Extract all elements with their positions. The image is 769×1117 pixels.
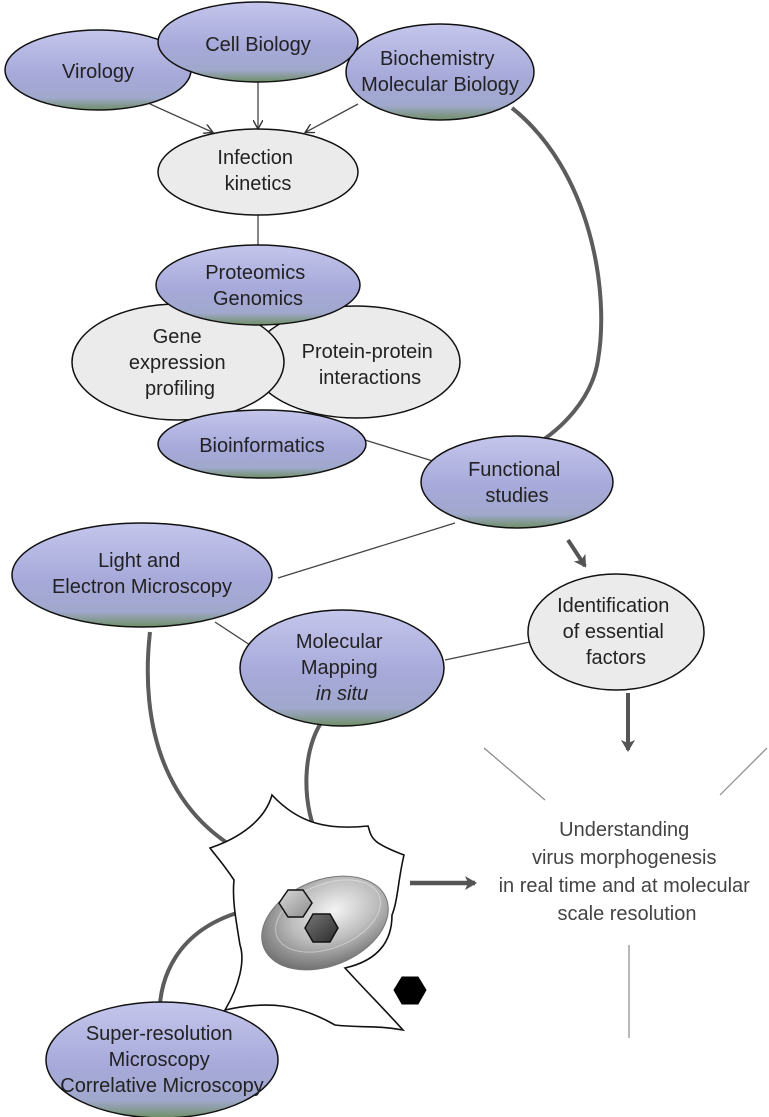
gene-expression-line3: profiling (145, 378, 215, 400)
outcome-line1: Understanding (559, 819, 689, 841)
superres-label-line1: Super-resolution (86, 1023, 233, 1045)
outcome-text: Understanding virus morphogenesis in rea… (499, 819, 756, 925)
proteomics-label-line1: Proteomics (205, 262, 305, 284)
svg-text:Biochemistry Molecular B: Biochemistry Molecular Biology (361, 48, 519, 96)
line-bioinformatics-to-functional (364, 439, 437, 463)
arrow-biochem-to-infection (306, 103, 359, 132)
svg-text:Identification of essent: Identification of essential factors (557, 595, 675, 669)
outcome-bracket-left (483, 747, 546, 801)
node-microscopy: Light and Electron Microscopy (11, 522, 273, 628)
node-gene-expression: Gene expression profiling (71, 303, 285, 421)
node-cell-biology: Cell Biology (157, 1, 359, 83)
superres-label-line3: Correlative Microscopy (60, 1075, 263, 1097)
outcome-line2: virus morphogenesis (532, 847, 717, 869)
proteomics-label-line2: Genomics (213, 288, 303, 310)
functional-label-line2: studies (485, 485, 548, 507)
node-protein-interactions: Protein-protein interactions (251, 305, 461, 419)
factors-label-line3: factors (586, 647, 646, 669)
arrow-virology-to-infection (149, 103, 212, 132)
microscopy-label-line1: Light and (98, 550, 180, 572)
node-molecular-mapping: Molecular Mapping in situ (239, 609, 445, 727)
microscopy-label-line2: Electron Microscopy (52, 576, 232, 598)
virus-hexagon-icon (278, 889, 427, 1005)
node-functional-studies: Functional studies (420, 435, 614, 529)
svg-text:Cell Biology: Cell Biology (205, 34, 311, 56)
svg-text:Protein-protein interact: Protein-protein interactions (302, 341, 439, 389)
node-bioinformatics: Bioinformatics (157, 409, 367, 479)
svg-text:Gene expression pr: Gene expression profiling (129, 326, 231, 400)
node-infection-kinetics: Infection kinetics (157, 128, 359, 216)
biochemistry-label-line1: Biochemistry (380, 48, 494, 70)
svg-text:Functional studies: Functional studies (468, 459, 566, 507)
biochemistry-label-line2: Molecular Biology (361, 74, 519, 96)
infection-label-line1: Infection (217, 147, 293, 169)
factors-label-line2: of essential (563, 621, 664, 643)
mapping-label-italic: in situ (316, 683, 368, 705)
outcome-line4: scale resolution (558, 903, 697, 925)
svg-text:Understanding virus morp: Understanding virus morphogenesis in rea… (499, 819, 756, 925)
svg-text:Infection kinetics: Infection kinetics (217, 147, 298, 195)
protein-interactions-line1: Protein-protein (302, 341, 433, 363)
virology-label: Virology (62, 61, 134, 83)
cell-biology-label: Cell Biology (205, 34, 311, 56)
svg-text:Proteomics Genomics: Proteomics Genomics (205, 262, 311, 310)
outcome-bracket-right (719, 747, 768, 796)
svg-text:Super-resolution Microsc: Super-resolution Microscopy Correlative … (60, 1023, 263, 1097)
node-proteomics: Proteomics Genomics (155, 244, 361, 326)
mapping-label-line1: Molecular (296, 631, 383, 653)
protein-interactions-line2: interactions (319, 367, 421, 389)
gene-expression-line1: Gene (153, 326, 202, 348)
factors-label-line1: Identification (557, 595, 669, 617)
bioinformatics-label: Bioinformatics (199, 435, 325, 457)
functional-label-line1: Functional (468, 459, 560, 481)
node-super-resolution: Super-resolution Microscopy Correlative … (45, 1001, 279, 1117)
svg-text:Virology: Virology (62, 61, 134, 83)
mapping-label-line2: Mapping (301, 657, 378, 679)
node-essential-factors: Identification of essential factors (527, 573, 705, 691)
gene-expression-line2: expression (129, 352, 226, 374)
curve-biochem-to-functional (510, 106, 604, 447)
node-biochemistry: Biochemistry Molecular Biology (345, 23, 535, 121)
infection-label-line2: kinetics (225, 173, 292, 195)
line-functional-to-microscopy (277, 522, 456, 579)
line-mapping-to-factors (444, 641, 531, 661)
svg-text:Molecular Mapping: Molecular Mapping in situ (296, 631, 388, 705)
superres-label-line2: Microscopy (109, 1049, 210, 1071)
svg-text:Light and Electron Micro: Light and Electron Microscopy (52, 550, 232, 598)
line-microscopy-to-mapping (214, 621, 251, 646)
arrow-functional-to-factors (566, 538, 587, 568)
outcome-line3: in real time and at molecular (499, 875, 751, 897)
svg-text:Bioinformatics: Bioinformatics (199, 435, 325, 457)
